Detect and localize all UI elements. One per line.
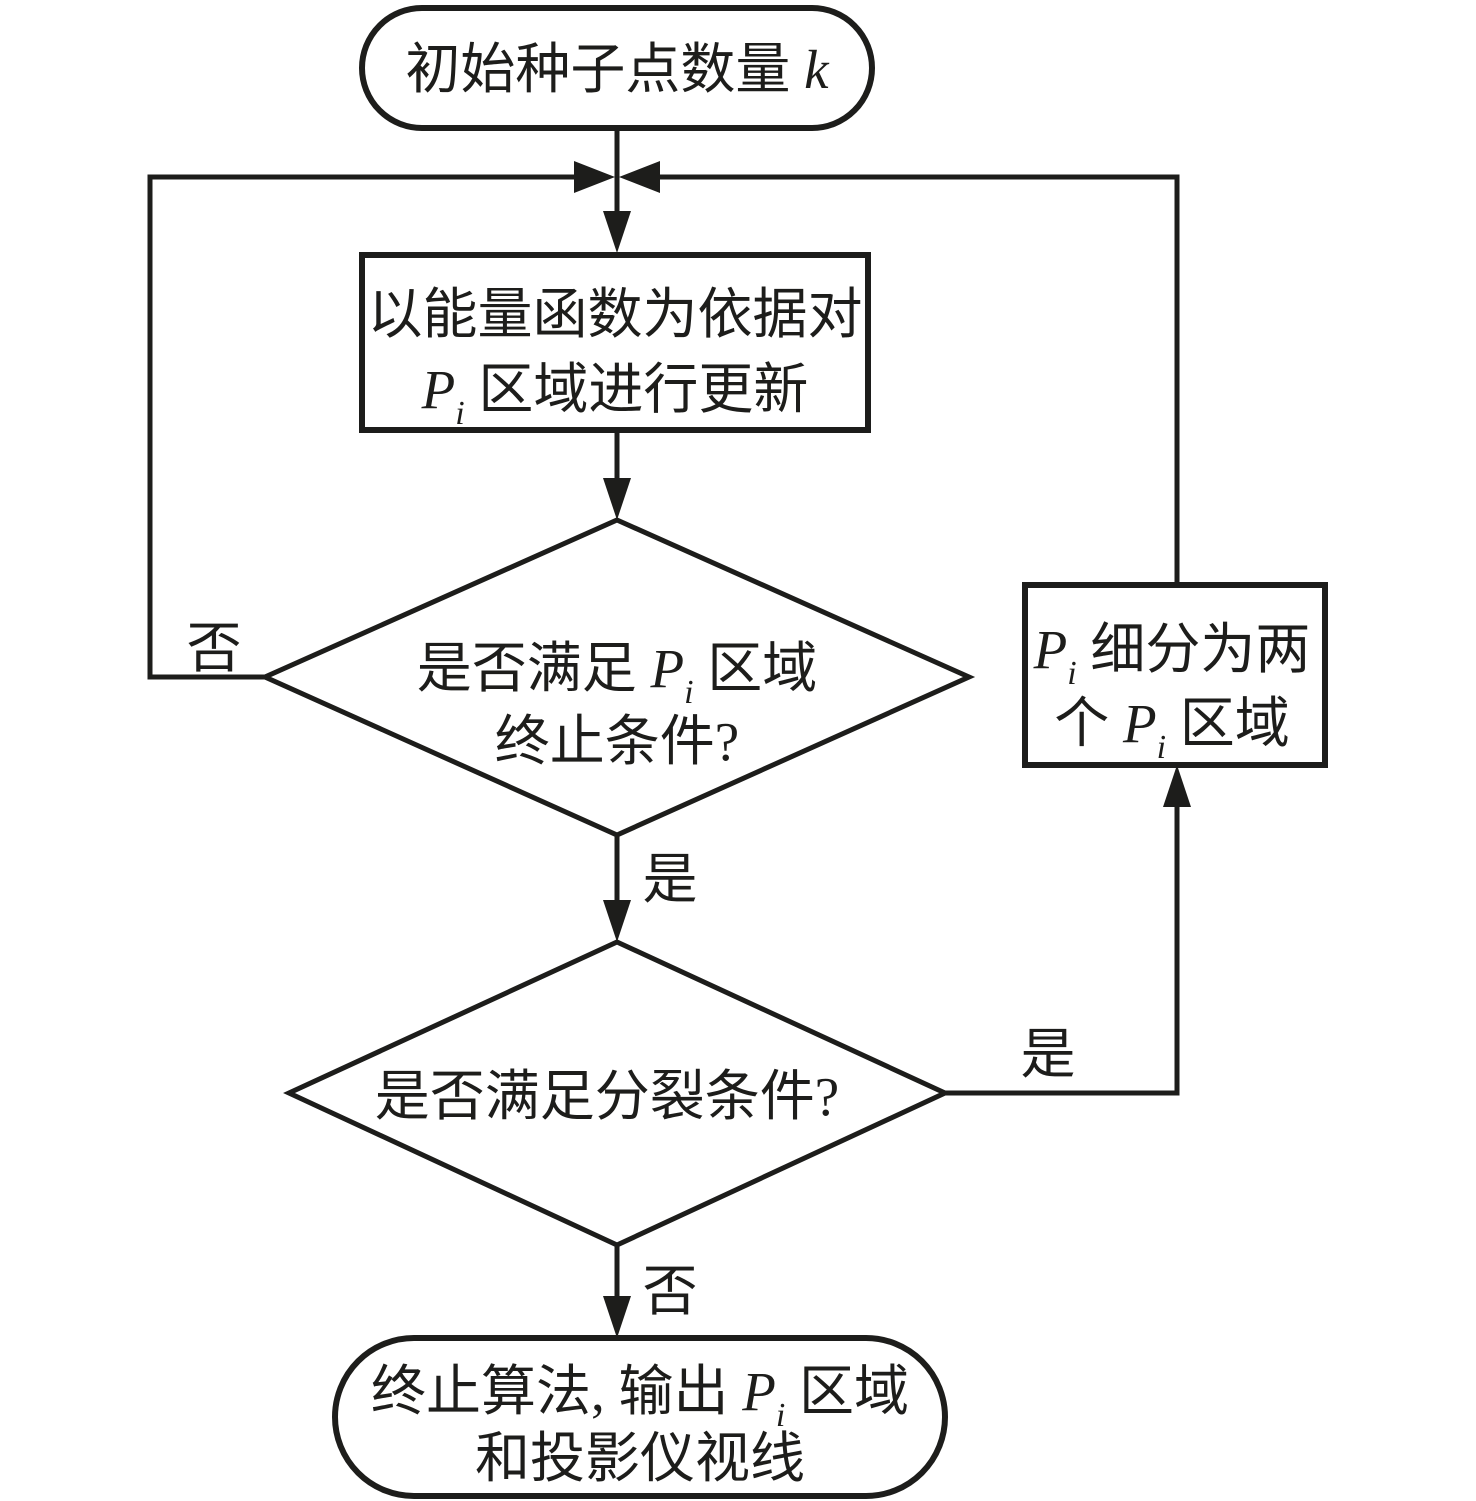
- edge-split-return: [660, 174, 1180, 585]
- node-split-label-line1: Pi 细分为两: [1033, 619, 1311, 692]
- arrowhead-merge-right-icon: [619, 161, 660, 193]
- edge-loop-no-return: [147, 174, 574, 680]
- node-update-label-line1: 以能量函数为依据对: [367, 284, 862, 345]
- edge-label-split-yes: 是: [1020, 1024, 1075, 1085]
- arrowhead-into-split-icon: [1163, 765, 1191, 807]
- node-split-process: [1022, 582, 1328, 768]
- node-end-label-line1: 终止算法, 输出 Pi 区域: [371, 1361, 909, 1434]
- node-checkstop-label-line1: 是否满足 Pi 区域: [417, 638, 818, 711]
- node-split-label-line2: 个 Pi 区域: [1054, 693, 1290, 766]
- node-checkstop-decision: [258, 517, 976, 838]
- node-checksplit-decision: [283, 939, 951, 1248]
- edge-checksplit-yes: [945, 807, 1180, 1096]
- arrowhead-into-checkstop-icon: [603, 478, 631, 520]
- node-checkstop-label-line2: 终止条件?: [495, 711, 739, 772]
- arrowhead-merge-left-icon: [574, 161, 615, 193]
- node-end-label-line2: 和投影仪视线: [475, 1428, 805, 1489]
- edge-label-stop-yes: 是: [642, 849, 697, 910]
- node-update-label-line2: Pi 区域进行更新: [421, 359, 809, 432]
- edge-label-stop-no: 否: [186, 618, 241, 679]
- node-checksplit-label: 是否满足分裂条件?: [375, 1066, 839, 1127]
- node-start-terminator: [359, 5, 875, 131]
- node-end-terminator: [332, 1335, 948, 1499]
- arrowhead-into-checksplit-icon: [603, 900, 631, 942]
- arrowhead-into-update-icon: [603, 211, 631, 253]
- node-update-process: [359, 252, 871, 433]
- edge-label-split-no: 否: [642, 1261, 697, 1322]
- arrowhead-into-end-icon: [603, 1296, 631, 1338]
- node-start-label: 初始种子点数量 k: [405, 39, 830, 100]
